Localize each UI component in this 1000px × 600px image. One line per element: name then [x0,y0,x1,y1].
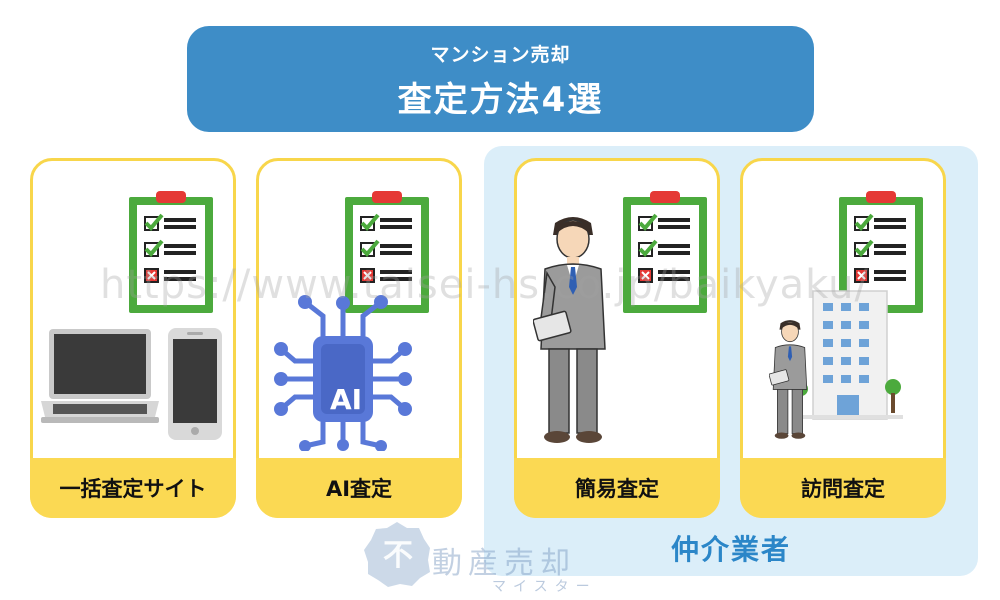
card-label-visit-valuation: 訪問査定 [740,458,946,518]
ai-chip-label: AI [329,383,363,416]
logo-watermark [362,520,612,600]
card-label-ai-valuation: AI査定 [256,458,462,518]
watermark-url: https://www.taisei-hs.co.jp/baikyaku/ [100,262,869,308]
banner-subtitle: マンション売却 [430,44,571,66]
checklist-icon [839,191,923,313]
card-bulk-valuation: 一括査定サイト [30,158,236,518]
checklist-icon [623,191,707,313]
checklist-icon [345,191,429,313]
card-label-bulk-valuation: 一括査定サイト [30,458,236,518]
checklist-icon [129,191,213,313]
agent-group-label: 仲介業者 [670,533,791,566]
card-simple-valuation: 簡易査定 [514,158,720,518]
smartphone-icon [168,328,222,440]
card-visit-valuation: 訪問査定 [740,158,946,518]
logo-text: 動産売却 [432,546,576,581]
businessman-icon [533,217,606,443]
logo-badge-char: 不 [383,538,413,573]
card-ai-valuation: AI AI査定 [256,158,462,518]
title-banner: マンション売却 査定方法4選 [187,26,814,132]
banner-title: 査定方法4選 [397,80,604,120]
laptop-icon [41,329,159,423]
ai-chip-icon [274,295,412,451]
businessman-icon [769,320,808,439]
card-label-simple-valuation: 簡易査定 [514,458,720,518]
logo-subtext: マイスター [492,579,597,595]
logo-badge-icon [364,522,430,587]
